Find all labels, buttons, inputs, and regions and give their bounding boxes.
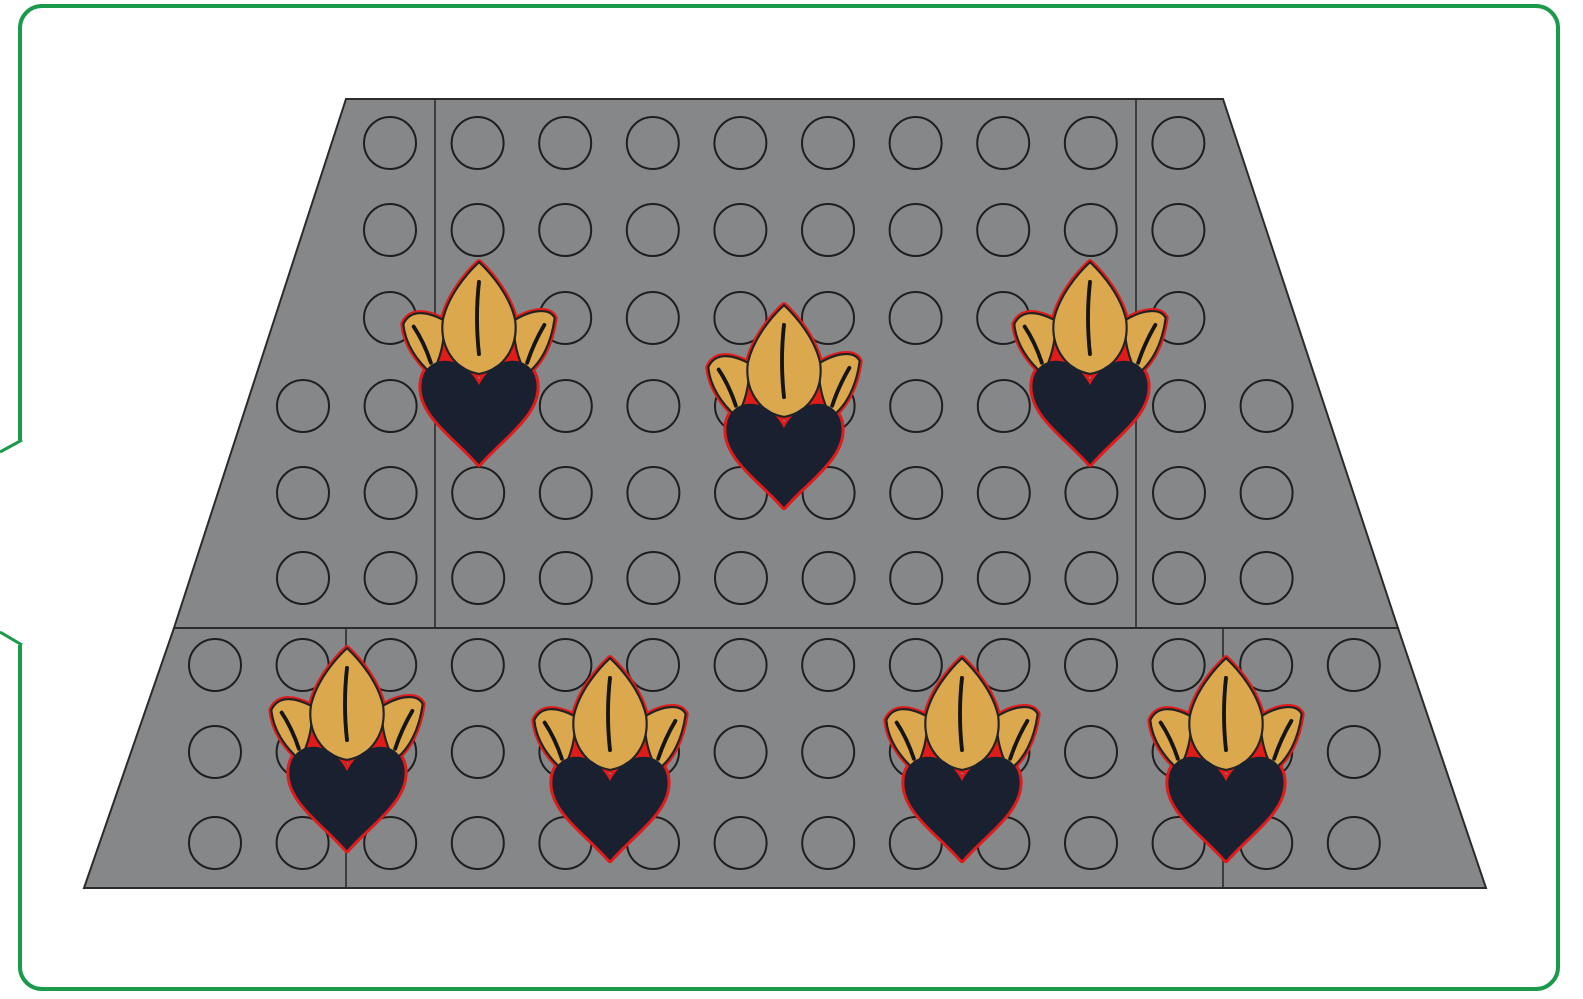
lego-plate-scene — [0, 0, 1583, 999]
